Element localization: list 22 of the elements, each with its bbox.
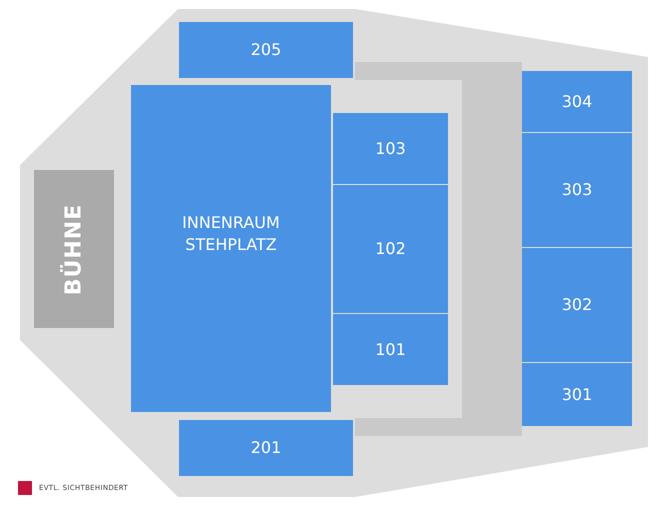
seating-section xyxy=(333,314,448,385)
seating-section xyxy=(179,420,353,476)
section-label: INNENRAUM STEHPLATZ xyxy=(181,212,281,256)
section-label: 304 xyxy=(562,90,592,112)
section-label: 301 xyxy=(562,384,592,406)
seating-section xyxy=(333,113,448,184)
seating-section xyxy=(131,85,331,412)
seating-section xyxy=(522,363,632,426)
section-label: 101 xyxy=(375,338,406,360)
section-label: 302 xyxy=(562,294,592,316)
section-label: 205 xyxy=(250,39,282,61)
section-label: 303 xyxy=(562,179,592,201)
seating-section xyxy=(179,22,353,78)
section-label: 201 xyxy=(250,437,282,459)
seating-section xyxy=(522,133,632,247)
seating-section xyxy=(522,71,632,132)
seating-section xyxy=(522,248,632,362)
seating-section xyxy=(333,185,448,313)
stage-label: BÜHNE xyxy=(62,203,86,295)
section-label: 103 xyxy=(375,138,406,160)
stage-area xyxy=(34,170,114,328)
section-label: 102 xyxy=(375,238,406,260)
